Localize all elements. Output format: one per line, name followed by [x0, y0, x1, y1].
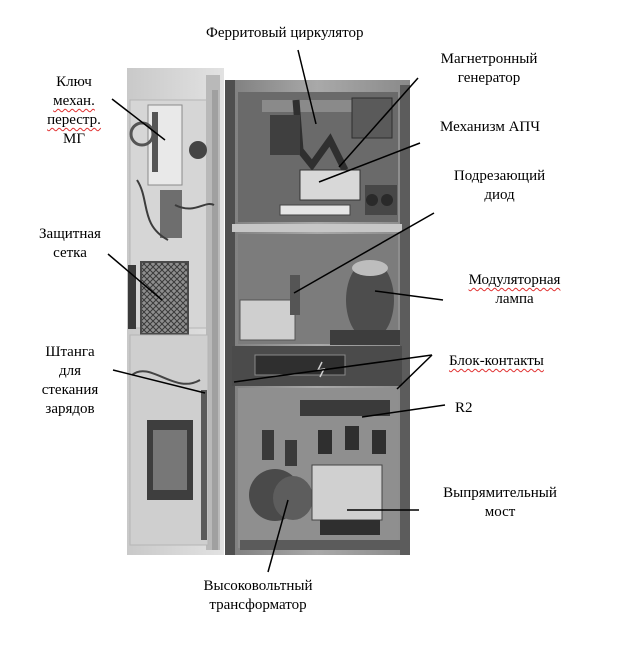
leader-protective-grid: [107, 253, 163, 301]
label-rod-line3: стекания: [41, 382, 99, 398]
leader-hv-transformer: [267, 499, 289, 573]
label-modulator-line1: Модуляторная: [468, 272, 561, 288]
label-discharge-rod: Штанга для стекания зарядов: [30, 343, 110, 419]
leader-block-contacts-2: [396, 354, 433, 390]
label-afc-mechanism: Механизм АПЧ: [440, 119, 540, 135]
label-grid-line1: Защитная: [39, 226, 101, 242]
leader-trimming-diode: [293, 212, 435, 294]
label-modulator-lamp: Модуляторная лампа: [452, 271, 577, 309]
label-magnetron-generator: Магнетронный генератор: [429, 50, 549, 88]
label-rectifier-line2: мост: [484, 504, 516, 520]
label-rod-line4: зарядов: [45, 401, 95, 417]
leader-magnetron: [338, 77, 419, 168]
label-hv-line1: Высоковольтный: [203, 578, 313, 594]
label-rectifier-line1: Выпрямительный: [443, 485, 557, 501]
label-trimming-line2: диод: [484, 187, 515, 203]
leader-r2: [361, 404, 446, 418]
leader-block-contacts-1: [233, 354, 433, 383]
label-rod-line2: для: [58, 363, 82, 379]
label-trimming-diode: Подрезающий диод: [437, 167, 562, 205]
label-key-line4: МГ: [62, 131, 85, 147]
label-grid-line2: сетка: [53, 245, 87, 261]
label-r2: R2: [455, 400, 473, 416]
cabinet-door: [127, 68, 224, 555]
label-key-line2: механ.: [53, 93, 95, 109]
label-trimming-line1: Подрезающий: [453, 168, 546, 184]
leader-afc: [318, 142, 421, 183]
label-hv-transformer: Высоковольтный трансформатор: [183, 577, 333, 615]
label-rectifier-bridge: Выпрямительный мост: [425, 484, 575, 522]
label-key-line1: Ключ: [56, 74, 92, 90]
label-ferrite-circulator: Ферритовый циркулятор: [206, 25, 364, 41]
leader-rod: [112, 369, 206, 394]
label-magnetron-line2: генератор: [457, 70, 521, 86]
label-magnetron-line1: Магнетронный: [440, 51, 538, 67]
label-block-contacts: Блок-контакты: [449, 353, 544, 369]
leader-modulator: [374, 290, 444, 301]
label-hv-line2: трансформатор: [209, 597, 307, 613]
label-rod-line1: Штанга: [45, 344, 95, 360]
leader-ferrite-circulator: [297, 49, 317, 125]
label-modulator-line2: лампа: [495, 291, 534, 307]
leader-key: [111, 98, 166, 141]
label-key-line3: перестр.: [47, 112, 101, 128]
label-protective-grid: Защитная сетка: [28, 225, 112, 263]
label-key: Ключ механ. перестр. МГ: [34, 73, 114, 149]
